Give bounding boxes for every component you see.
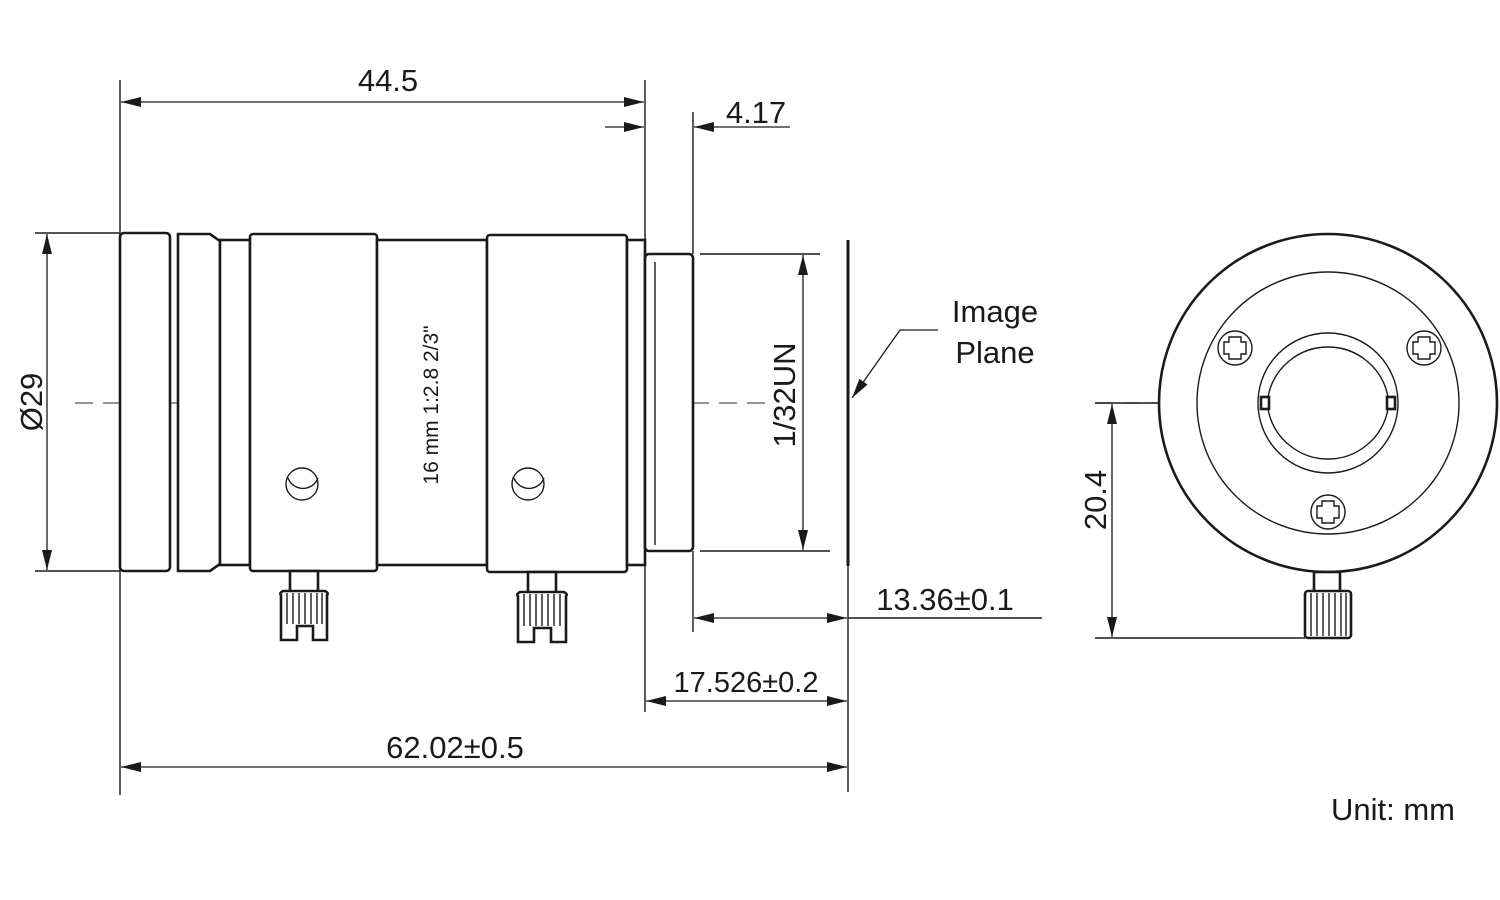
lock-screw-hole-2 — [511, 467, 545, 501]
lens-marking: 16 mm 1:2.8 2/3" — [420, 325, 443, 484]
mount-screw-right — [1406, 330, 1442, 366]
rear-opening-outer — [1257, 332, 1399, 474]
unit-label: Unit: mm — [1331, 792, 1455, 827]
side-view: 16 mm 1:2.8 2/3" — [14, 63, 1042, 795]
dim-label-diameter: Ø29 — [14, 373, 49, 432]
lock-screw-iris — [279, 569, 329, 642]
dim-label-thread: 1/32UN — [767, 342, 802, 447]
rear-step — [625, 238, 647, 567]
rear-opening-inner — [1267, 346, 1389, 460]
rear-lock-screw — [1303, 570, 1353, 640]
front-ring — [118, 231, 172, 573]
lock-screw-hole-1 — [285, 467, 319, 501]
dim-label-44-5: 44.5 — [358, 63, 418, 98]
rear-key-left — [1259, 395, 1271, 411]
dim-label-back-focus: 13.36±0.1 — [876, 582, 1014, 617]
mount-thread — [643, 252, 695, 553]
lock-screw-focus — [516, 570, 568, 644]
dim-label-total-length: 62.02±0.5 — [386, 730, 524, 765]
dim-label-20-4: 20.4 — [1078, 470, 1113, 530]
mount-face-circle — [1196, 271, 1460, 535]
dim-label-flange-focal: 17.526±0.2 — [674, 667, 819, 699]
zoom-ring — [485, 233, 629, 574]
image-plane-label-line1: Image — [952, 294, 1038, 329]
mount-screw-bottom — [1310, 494, 1346, 530]
spacer-ring — [218, 238, 252, 567]
focus-ring — [176, 232, 222, 573]
dim-label-4-17: 4.17 — [726, 95, 786, 130]
mount-screw-left — [1217, 330, 1253, 366]
rear-view: 20.4 — [1078, 232, 1499, 640]
outer-barrel-circle — [1157, 232, 1499, 574]
image-plane-leader — [851, 329, 938, 399]
label-band — [375, 238, 489, 567]
iris-ring — [248, 232, 379, 573]
rear-key-right — [1385, 395, 1397, 411]
image-plane-label-line2: Plane — [955, 335, 1034, 370]
